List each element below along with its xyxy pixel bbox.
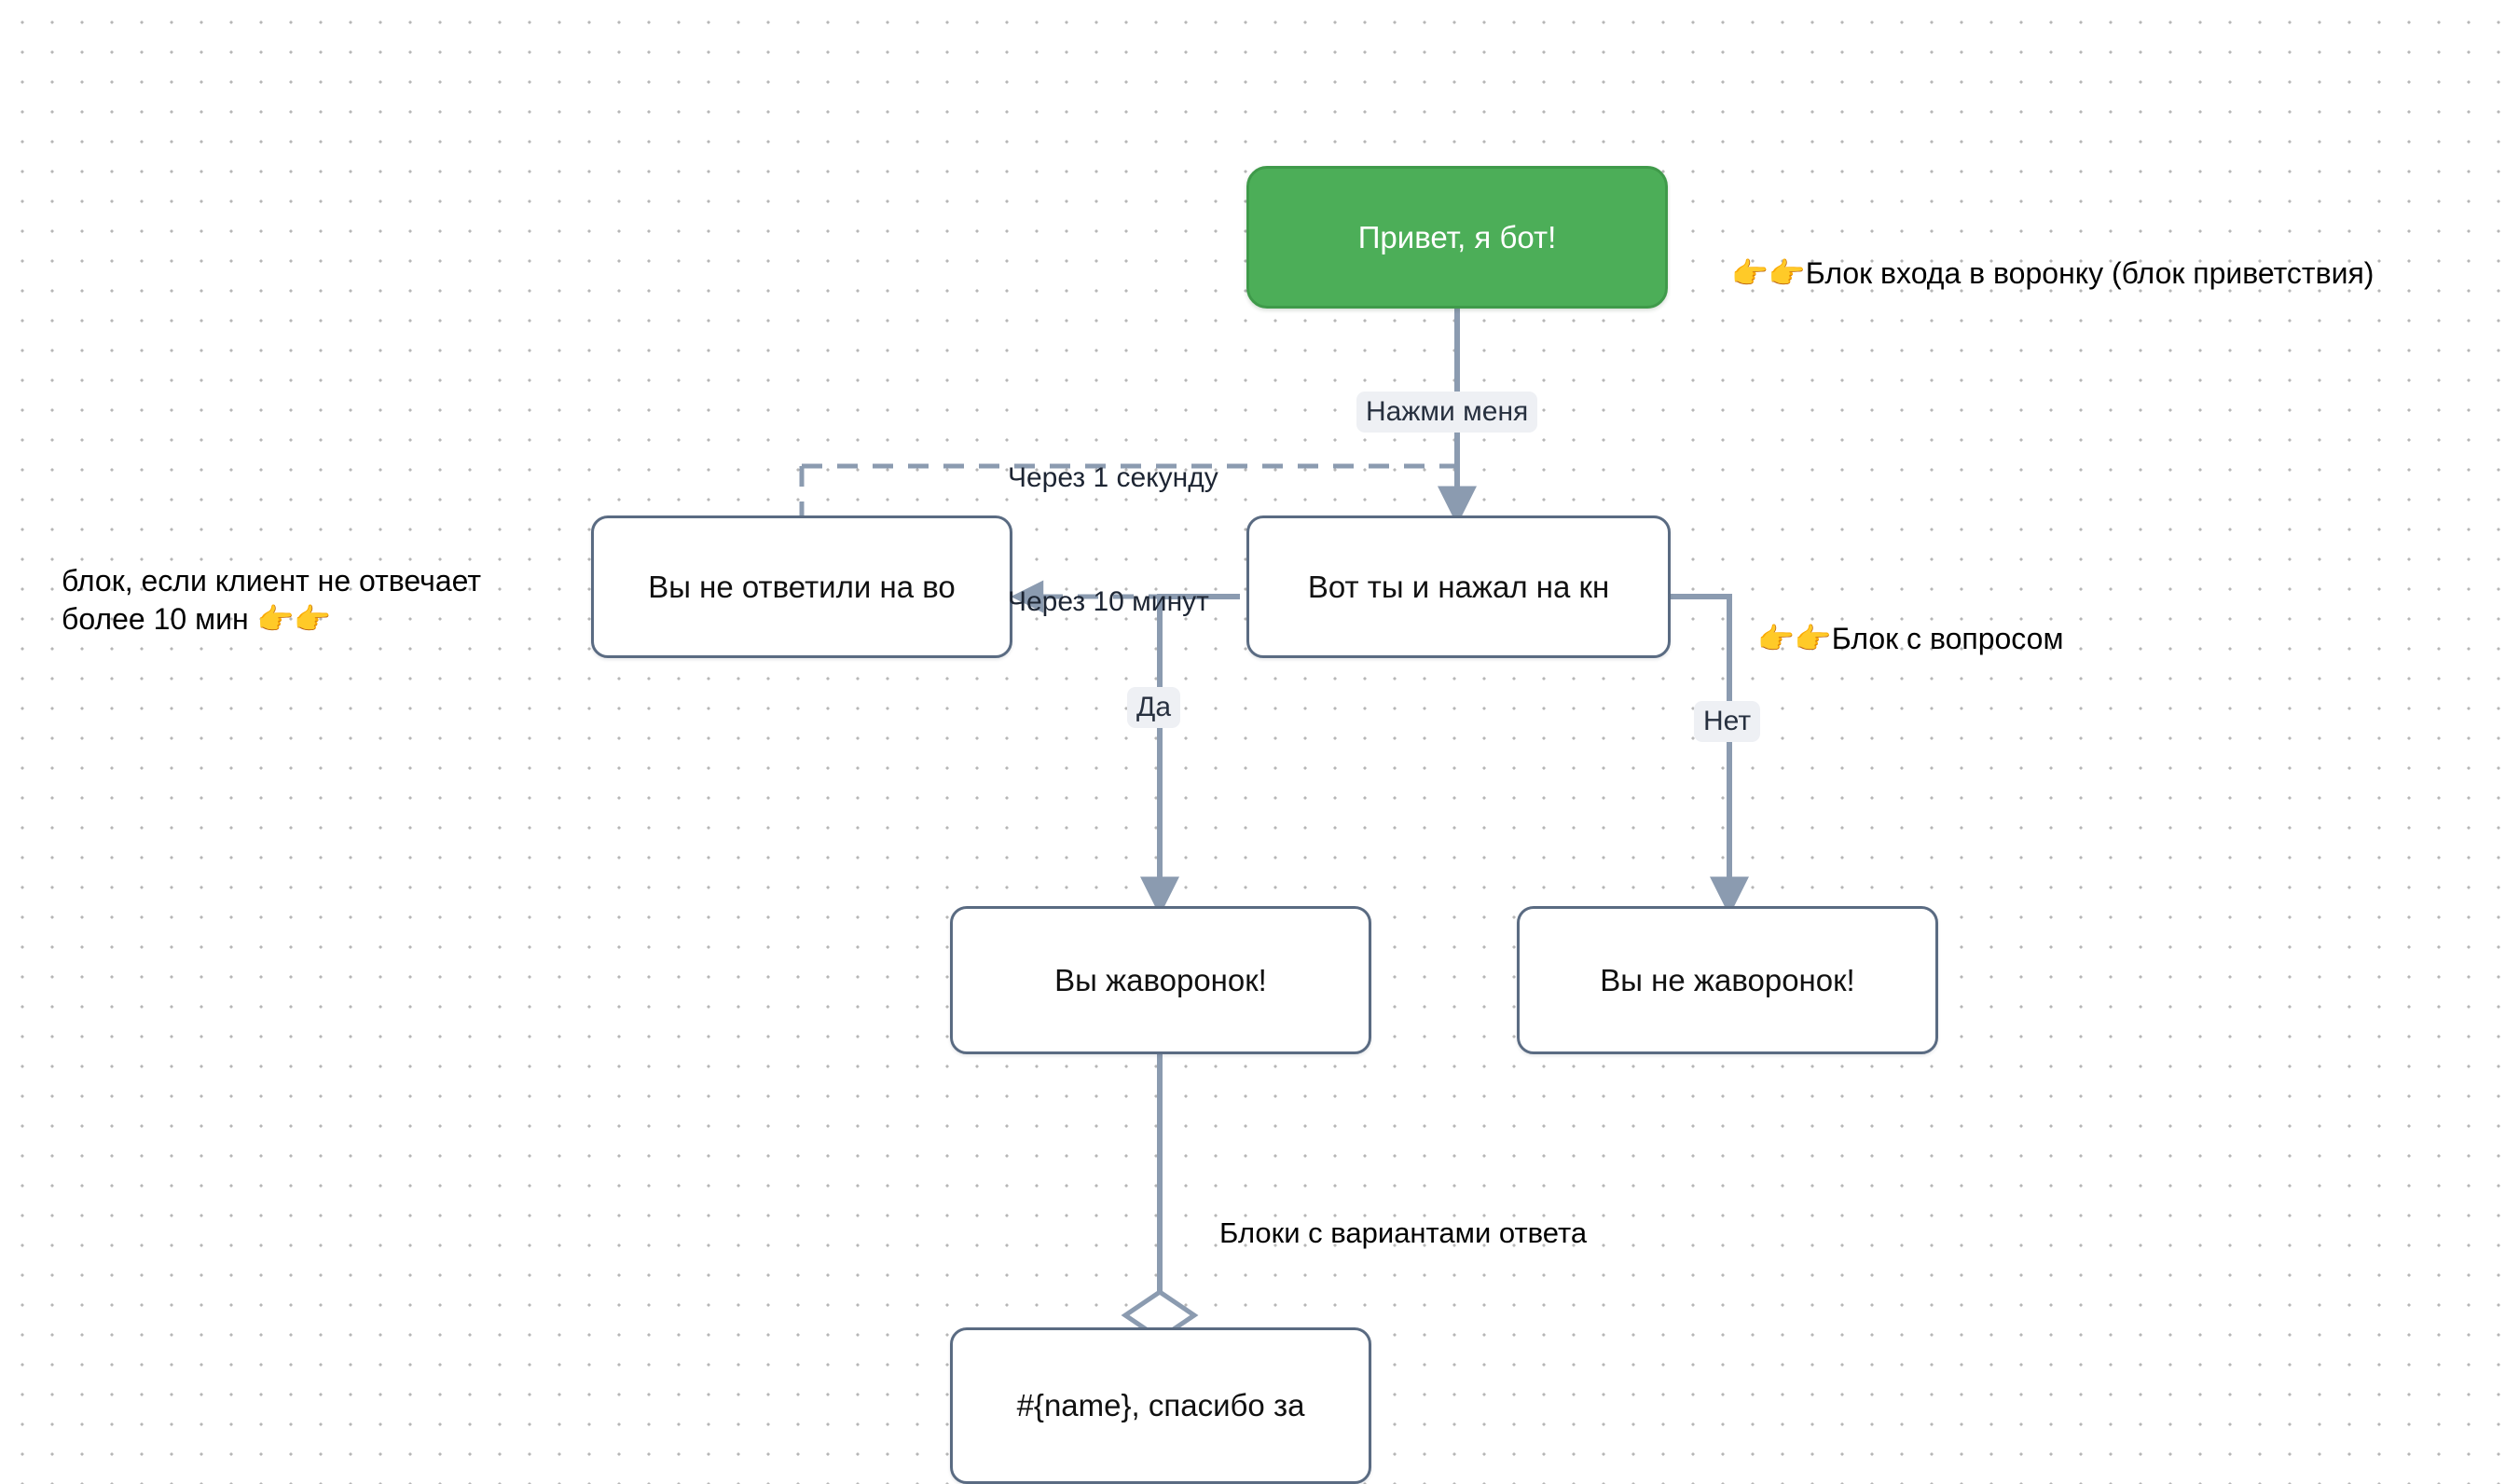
pointing-right-icon: 👉👉 <box>1731 254 1806 291</box>
edge-yes-branch <box>1140 594 1240 916</box>
node-thanks[interactable]: #{name}, спасибо за <box>950 1327 1371 1484</box>
edge-label-after-10-minutes[interactable]: Через 10 минут <box>1002 583 1215 622</box>
pointing-right-icon: 👉👉 <box>1757 620 1832 656</box>
node-thanks-label: #{name}, спасибо за <box>1016 1388 1305 1423</box>
annotation-answer-blocks: Блоки с вариантами ответа <box>1219 1177 1587 1251</box>
annotation-question-block-text: Блок с вопросом <box>1831 621 2064 655</box>
edge-lark-yes-to-thanks <box>1121 1054 1199 1342</box>
edge-label-no-text: Нет <box>1703 706 1752 736</box>
edge-no-branch <box>1671 594 1749 916</box>
node-lark-yes-label: Вы жаворонок! <box>1054 962 1267 997</box>
edge-label-yes[interactable]: Да <box>1127 687 1181 728</box>
node-no-answer[interactable]: Вы не ответили на во <box>591 515 1012 658</box>
node-greeting[interactable]: Привет, я бот! <box>1246 166 1668 309</box>
annotation-answer-blocks-text: Блоки с вариантами ответа <box>1219 1216 1588 1249</box>
node-lark-yes[interactable]: Вы жаворонок! <box>950 906 1371 1054</box>
annotation-entry-block-text: Блок входа в воронку (блок приветствия) <box>1805 255 2374 290</box>
node-question[interactable]: Вот ты и нажал на кн <box>1246 515 1671 658</box>
annotation-question-block: 👉👉Блок с вопросом <box>1757 582 2063 658</box>
annotation-entry-block: 👉👉Блок входа в воронку (блок приветствия… <box>1731 216 2374 293</box>
node-no-answer-label: Вы не ответили на во <box>648 569 956 604</box>
node-greeting-label: Привет, я бот! <box>1357 219 1557 254</box>
node-lark-no[interactable]: Вы не жаворонок! <box>1517 906 1938 1054</box>
node-lark-no-label: Вы не жаворонок! <box>1600 962 1855 997</box>
edge-label-after-1-second[interactable]: Через 1 секунду <box>1002 459 1224 498</box>
edge-label-press-me[interactable]: Нажми меня <box>1356 392 1538 433</box>
node-question-label: Вот ты и нажал на кн <box>1307 569 1610 604</box>
edge-label-no[interactable]: Нет <box>1694 701 1761 742</box>
pointing-right-icon: 👉👉 <box>256 600 332 637</box>
edge-label-yes-text: Да <box>1136 692 1172 722</box>
edge-label-after-1-second-text: Через 1 секунду <box>1008 462 1218 493</box>
edge-label-press-me-text: Нажми меня <box>1366 396 1529 427</box>
edge-label-after-10-minutes-text: Через 10 минут <box>1008 586 1209 617</box>
annotation-no-reply-block-text: блок, если клиент не отвечает более 10 м… <box>62 564 481 636</box>
annotation-no-reply-block: блок, если клиент не отвечает более 10 м… <box>62 562 565 639</box>
